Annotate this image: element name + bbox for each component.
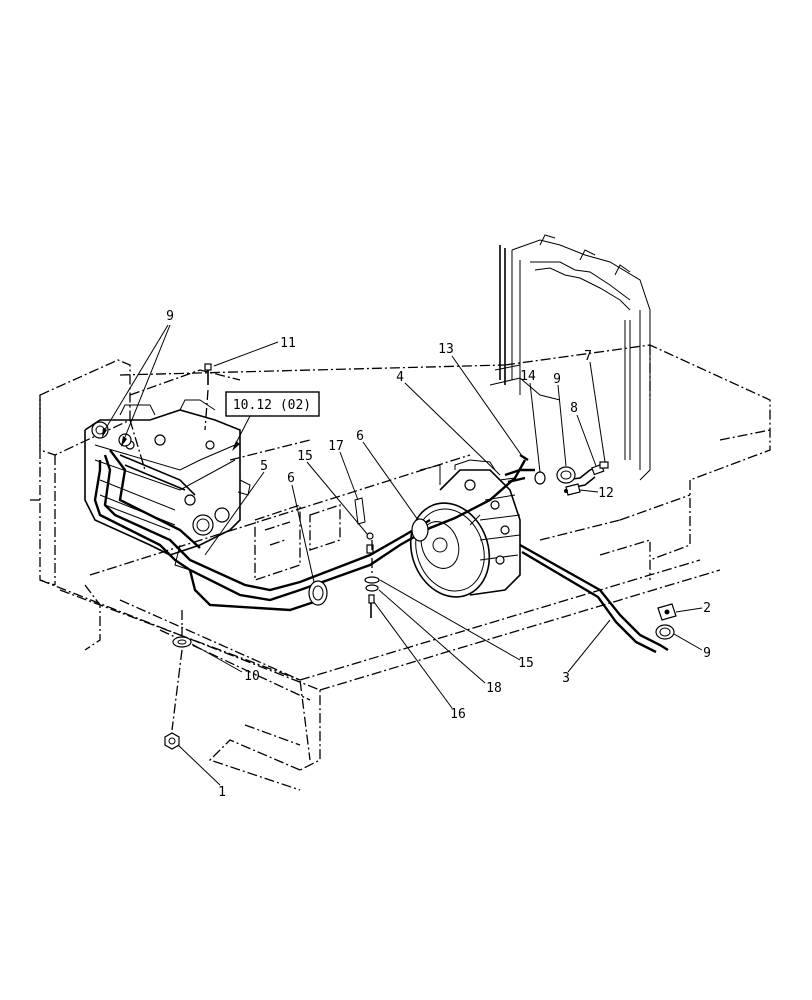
- callout-15-lower: 15: [518, 656, 534, 671]
- callout-2: 2: [703, 601, 711, 616]
- callout-13: 13: [438, 342, 454, 357]
- callout-15-upper: 15: [297, 449, 313, 464]
- callout-11: 11: [280, 336, 296, 351]
- callout-9-radiator: 9: [553, 372, 561, 387]
- callout-17: 17: [328, 439, 344, 454]
- leader-lines: [102, 324, 703, 786]
- callout-4: 4: [396, 370, 404, 385]
- callout-1: 1: [218, 785, 226, 800]
- reference-box: 10.12 (02): [225, 391, 320, 451]
- callout-6-center: 6: [356, 429, 364, 444]
- reference-label: 10.12 (02): [233, 398, 311, 413]
- callout-7: 7: [584, 349, 592, 364]
- radiator: [489, 234, 651, 481]
- callout-9-top-left: 9: [166, 309, 174, 324]
- engine-block: [84, 399, 251, 571]
- callout-9-lower-right: 9: [703, 646, 711, 661]
- chassis-frame: [30, 344, 771, 791]
- callout-16: 16: [450, 707, 466, 722]
- callout-12: 12: [598, 486, 614, 501]
- callout-6-left: 6: [287, 471, 295, 486]
- small-parts: [164, 363, 677, 750]
- callout-18: 18: [486, 681, 502, 696]
- callout-8: 8: [570, 401, 578, 416]
- callout-10: 10: [244, 669, 260, 684]
- callout-5: 5: [260, 459, 268, 474]
- callout-3: 3: [562, 671, 570, 686]
- callouts: 9 11 13 4 14 9 7 8 12 6 17 15 5 6 2 9 3 …: [166, 309, 711, 800]
- callout-14: 14: [520, 369, 536, 384]
- fluid-lines: [93, 449, 669, 654]
